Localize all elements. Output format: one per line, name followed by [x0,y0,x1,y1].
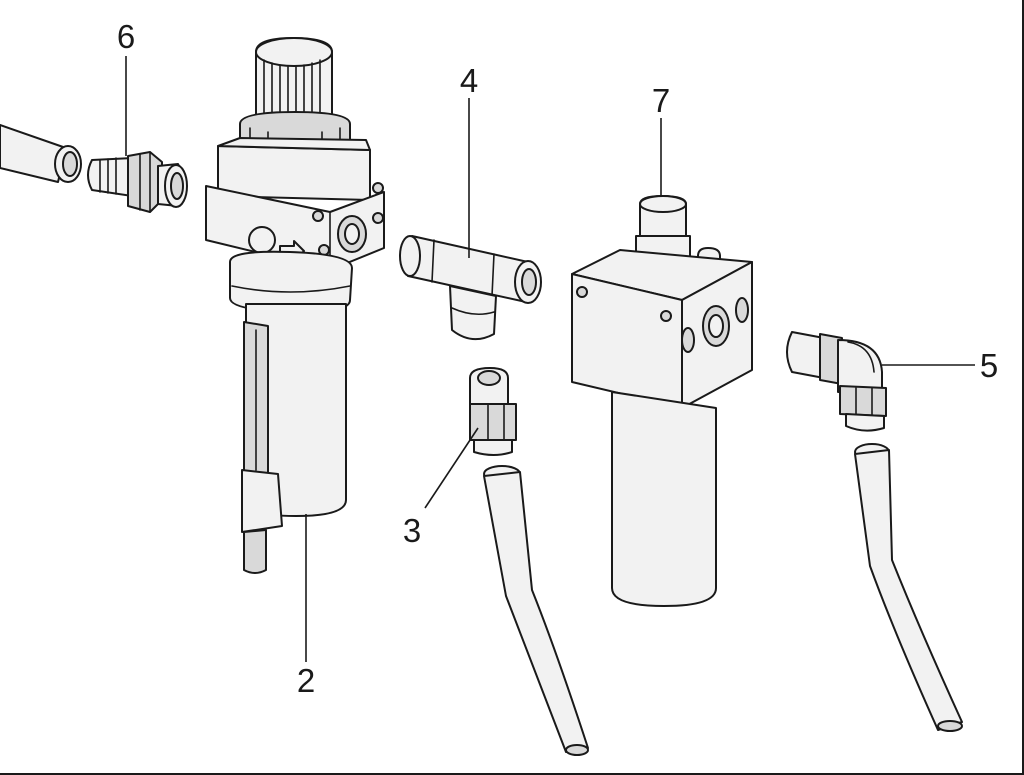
callout-4: 4 [460,62,478,99]
part-4-tee-fitting [399,235,542,341]
callout-6: 6 [117,18,135,55]
hose-3 [483,465,589,756]
part-7-lubricator [571,195,753,607]
left-air-hose [0,124,82,183]
callout-3: 3 [403,512,421,549]
callout-7: 7 [652,82,670,119]
hose-5 [854,443,963,732]
leader-3 [424,427,479,509]
part-3-push-in-fitting [469,367,517,456]
part-6-hose-nipple [87,151,188,213]
callout-2: 2 [297,662,315,699]
part-5-elbow-fitting [786,331,887,432]
part-2-filter-regulator [205,37,385,574]
callout-5: 5 [980,347,998,384]
